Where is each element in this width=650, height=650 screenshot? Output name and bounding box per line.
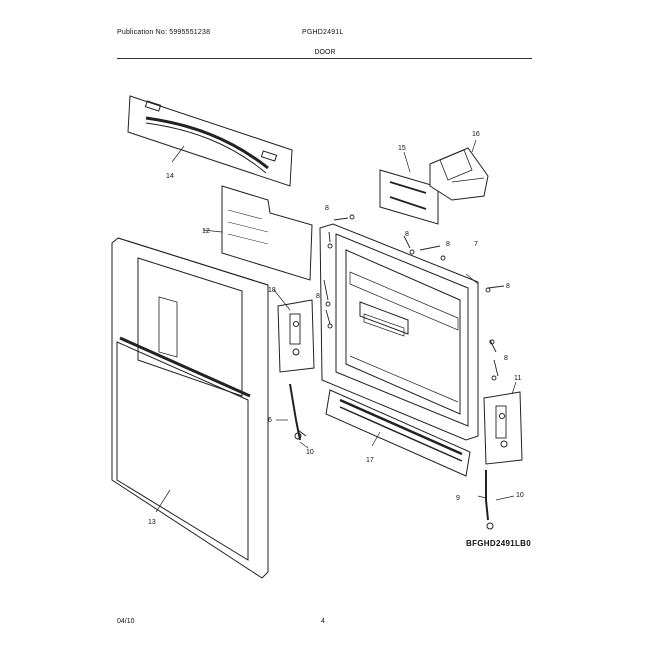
part-latch-assembly: [429, 139, 489, 201]
callout-9-a: 9: [456, 495, 460, 502]
callout-8-c: 8: [446, 241, 450, 248]
part-control-panel: [127, 95, 293, 187]
callout-16: 16: [472, 131, 480, 138]
callout-8-f: 8: [504, 355, 508, 362]
part-lower-vent: [325, 389, 471, 477]
callout-8-a: 8: [325, 205, 329, 212]
callout-7: 7: [474, 241, 478, 248]
model-number: PGHD2491L: [302, 29, 344, 36]
diagram-code: BFGHD2491LB0: [466, 539, 531, 548]
part-springs: [276, 383, 515, 530]
callout-13: 13: [148, 519, 156, 526]
part-inner-door-frame: [319, 223, 479, 441]
callout-18: 18: [268, 287, 276, 294]
part-hinge-right: [483, 381, 523, 465]
part-latch-bracket: [379, 151, 439, 225]
part-insulation-panel: [202, 185, 313, 281]
callout-8-e: 8: [506, 283, 510, 290]
part-outer-door-panel: [111, 237, 269, 579]
footer-date: 04/10: [117, 618, 135, 625]
header-rule: [117, 58, 532, 59]
callout-15: 15: [398, 145, 406, 152]
callout-12: 12: [202, 228, 210, 235]
footer-page-number: 4: [321, 618, 325, 625]
callout-6: 6: [268, 417, 272, 424]
publication-number: Publication No: 5995551238: [117, 29, 211, 36]
callout-11: 11: [514, 375, 521, 382]
callout-8-b: 8: [405, 231, 409, 238]
callout-10-b: 10: [516, 492, 524, 499]
section-title: DOOR: [314, 49, 336, 56]
callout-17: 17: [366, 457, 374, 464]
part-hinge-left: [273, 289, 315, 373]
part-screws: [323, 214, 505, 381]
callout-10-a: 10: [306, 449, 314, 456]
callout-14: 14: [166, 173, 174, 180]
callout-8-d: 8: [316, 293, 320, 300]
